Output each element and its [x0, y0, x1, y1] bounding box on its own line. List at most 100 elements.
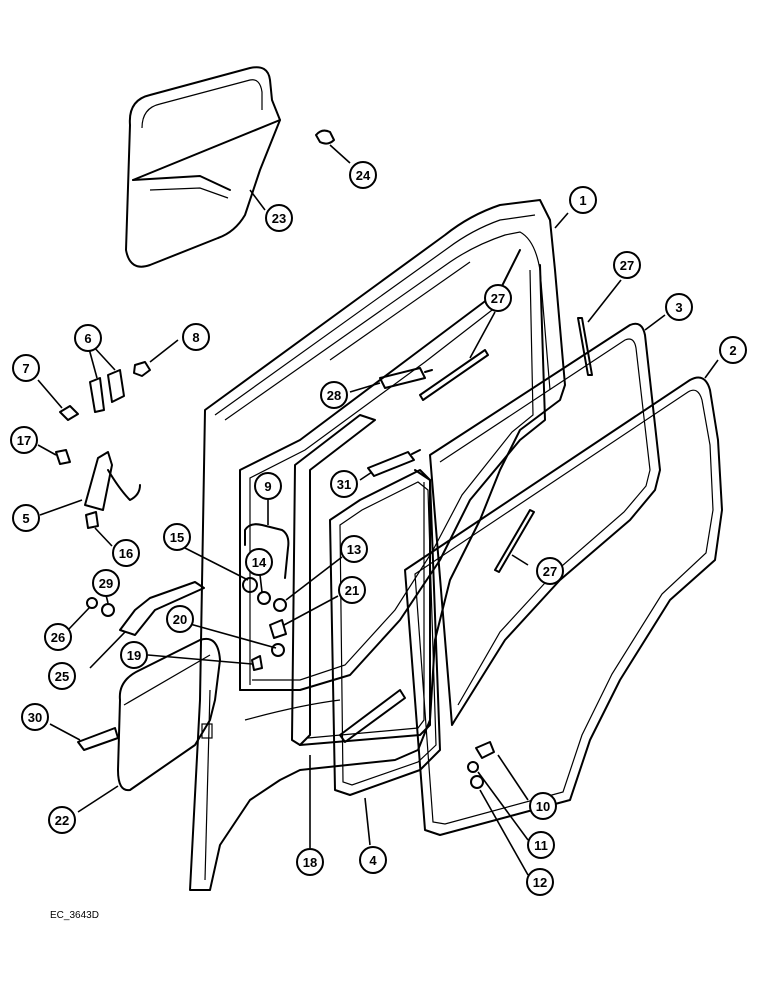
callout-27a: 27 [613, 251, 641, 279]
callout-2: 2 [719, 336, 747, 364]
callout-8: 8 [182, 323, 210, 351]
callout-30: 30 [21, 703, 49, 731]
callout-15: 15 [163, 523, 191, 551]
svg-text:26: 26 [51, 630, 65, 645]
nut-13 [273, 598, 287, 612]
svg-text:27: 27 [491, 291, 505, 306]
svg-text:18: 18 [303, 855, 317, 870]
storage-pocket [125, 66, 281, 268]
callout-20: 20 [166, 605, 194, 633]
fixed-glass [429, 322, 661, 726]
svg-text:20: 20 [173, 612, 187, 627]
screw-7 [59, 405, 79, 421]
callout-27c: 27 [536, 557, 564, 585]
large-glass [404, 376, 723, 836]
svg-text:3: 3 [675, 300, 682, 315]
callout-6: 6 [74, 324, 102, 352]
callout-18: 18 [296, 848, 324, 876]
svg-text:5: 5 [22, 511, 29, 526]
callout-7: 7 [12, 354, 40, 382]
sealant-tube-31 [367, 449, 421, 477]
screw-26 [86, 597, 98, 609]
svg-text:29: 29 [99, 576, 113, 591]
svg-text:25: 25 [55, 669, 69, 684]
svg-text:22: 22 [55, 813, 69, 828]
svg-text:24: 24 [356, 168, 371, 183]
svg-text:11: 11 [534, 838, 548, 853]
nut-8 [133, 361, 151, 377]
callout-28: 28 [320, 381, 348, 409]
callout-31: 31 [330, 470, 358, 498]
clip-24 [315, 129, 335, 145]
reference-code: EC_3643D [50, 910, 99, 921]
screw-21 [269, 619, 287, 639]
callout-25: 25 [48, 662, 76, 690]
window-seal [291, 414, 431, 746]
callout-21: 21 [338, 576, 366, 604]
screw-17 [55, 449, 71, 465]
svg-text:13: 13 [347, 542, 361, 557]
svg-text:4: 4 [369, 853, 377, 868]
callout-10: 10 [529, 792, 557, 820]
callout-4: 4 [359, 846, 387, 874]
callouts: 1 2 3 4 5 6 7 8 9 10 11 12 13 14 15 16 1… [10, 161, 747, 896]
door-frame [189, 199, 566, 891]
bracket-6 [89, 369, 125, 413]
callout-3: 3 [665, 293, 693, 321]
svg-text:17: 17 [17, 433, 31, 448]
svg-text:30: 30 [28, 710, 42, 725]
callout-29: 29 [92, 569, 120, 597]
washer-29 [101, 603, 115, 617]
svg-text:7: 7 [22, 361, 29, 376]
handle-9 [244, 523, 290, 579]
callout-23: 23 [265, 204, 293, 232]
svg-text:23: 23 [272, 211, 286, 226]
svg-text:27: 27 [543, 564, 557, 579]
svg-text:9: 9 [264, 479, 271, 494]
svg-text:12: 12 [533, 875, 547, 890]
svg-text:1: 1 [579, 193, 586, 208]
arm-rest-25 [119, 581, 205, 636]
bushing-20 [271, 643, 285, 657]
sealant-tube-30 [77, 727, 119, 751]
svg-text:27: 27 [620, 258, 634, 273]
washer-11 [467, 761, 479, 773]
armrest-cushion [117, 638, 221, 792]
callout-17: 17 [10, 426, 38, 454]
washer-14 [257, 591, 271, 605]
callout-24: 24 [349, 161, 377, 189]
svg-text:28: 28 [327, 388, 341, 403]
leader-lines [37, 144, 719, 876]
strip-27b [577, 317, 593, 376]
strip-27a [419, 349, 489, 401]
callout-11: 11 [527, 831, 555, 859]
svg-text:16: 16 [119, 546, 133, 561]
callout-1: 1 [569, 186, 597, 214]
callout-12: 12 [526, 868, 554, 896]
nut-15 [242, 577, 258, 593]
svg-text:2: 2 [729, 343, 736, 358]
svg-text:31: 31 [337, 477, 351, 492]
svg-text:15: 15 [170, 530, 184, 545]
clip-19 [251, 655, 263, 671]
strip-27c [494, 509, 535, 573]
button-10 [475, 741, 495, 759]
callout-9: 9 [254, 472, 282, 500]
latch-5 [84, 451, 141, 511]
svg-text:6: 6 [84, 331, 91, 346]
svg-text:19: 19 [127, 648, 141, 663]
callout-16: 16 [112, 539, 140, 567]
callout-13: 13 [340, 535, 368, 563]
callout-5: 5 [12, 504, 40, 532]
svg-text:21: 21 [345, 583, 359, 598]
sliding-glass [329, 469, 441, 796]
sealant-tube-28 [379, 367, 433, 389]
svg-text:14: 14 [252, 555, 267, 570]
callout-26: 26 [44, 623, 72, 651]
callout-22: 22 [48, 806, 76, 834]
callout-19: 19 [120, 641, 148, 669]
callout-27b: 27 [484, 284, 512, 312]
nut-12 [470, 775, 484, 789]
svg-text:10: 10 [536, 799, 550, 814]
